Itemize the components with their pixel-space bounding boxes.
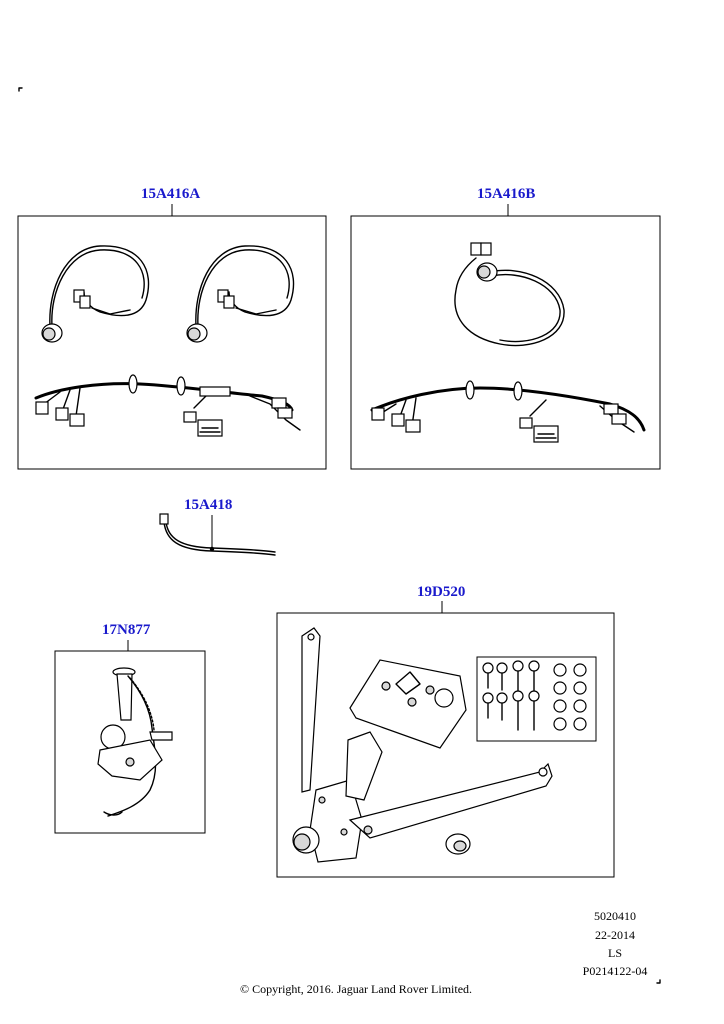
socket-cap xyxy=(445,833,471,855)
harness-main-B xyxy=(370,380,646,443)
tow-bar-assembly xyxy=(292,627,553,863)
box-15A416A xyxy=(17,215,327,470)
label-15A416A: 15A416A xyxy=(141,186,201,202)
box-17N877 xyxy=(54,650,206,834)
meta-ref: P0214122-04 xyxy=(582,964,648,978)
label-15A418: 15A418 xyxy=(184,497,233,513)
label-17N877: 17N877 xyxy=(102,622,151,638)
corner-mark-top-left xyxy=(18,87,23,92)
copyright-notice: © Copyright, 2016. Jaguar Land Rover Lim… xyxy=(239,982,473,996)
mounting-plate xyxy=(349,659,467,749)
fastener-kit xyxy=(476,656,597,742)
label-19D520: 19D520 xyxy=(417,584,466,600)
meta-code: 5020410 xyxy=(594,909,636,923)
harness-coil-left xyxy=(41,245,150,343)
corner-mark-bottom-right xyxy=(656,979,661,984)
wire-15A418 xyxy=(159,513,276,556)
harness-coil-right xyxy=(186,245,295,343)
box-15A416B xyxy=(350,215,661,470)
meta-year: 22-2014 xyxy=(595,928,635,942)
tow-ball-assembly xyxy=(97,667,173,817)
harness-main-A xyxy=(34,374,301,437)
meta-region: LS xyxy=(607,946,622,960)
harness-coil-single xyxy=(454,242,565,347)
label-15A416B: 15A416B xyxy=(477,186,536,202)
box-19D520 xyxy=(276,612,615,878)
